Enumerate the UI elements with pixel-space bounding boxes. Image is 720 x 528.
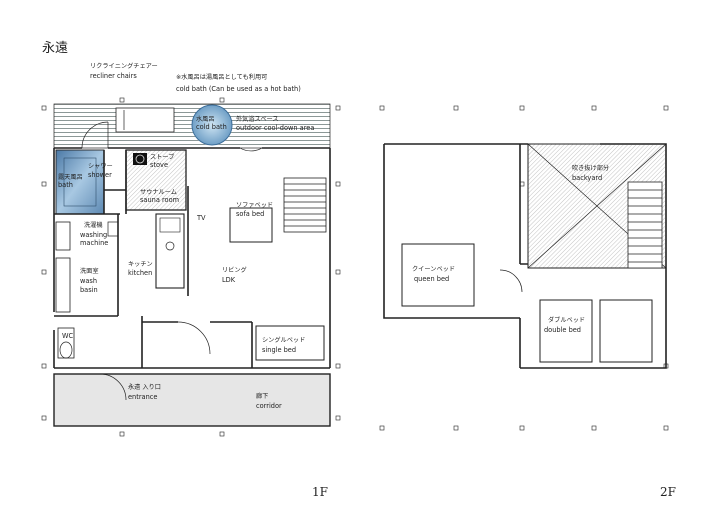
single-label-en: single bed (262, 346, 296, 354)
washing-machine (55, 221, 71, 251)
cold-bath-label-jp: 水風呂 (196, 115, 215, 123)
cold-bath-label-en: cold bath (196, 123, 227, 131)
wc-label: WC (62, 332, 74, 340)
stairs-2f (627, 181, 663, 269)
second-floor-labels: 吹き抜け部分 backyard クイーンベッド queen bed ダブルベッド… (412, 164, 609, 334)
recliner-label-en: recliner chairs (90, 72, 137, 80)
shower-label-jp: シャワー (88, 163, 113, 170)
stairs-1f (283, 177, 327, 233)
kitchen-counter (155, 213, 185, 289)
plan-title: 永遠 (42, 41, 68, 56)
floor-label-2f: 2F (660, 485, 676, 499)
outdoor-label-jp: 外気浴スペース (236, 115, 279, 123)
sauna-room (125, 149, 187, 211)
wash-label-en1: wash (80, 277, 97, 285)
corridor-area (53, 373, 331, 427)
recliner-chairs (115, 107, 175, 133)
backyard-label-jp: 吹き抜け部分 (572, 164, 609, 172)
first-floor-plan (41, 97, 341, 437)
stove-label-jp: ストーブ (150, 153, 174, 161)
queen-bed (401, 243, 475, 307)
wash-label-jp: 洗面室 (80, 267, 99, 275)
shower-label-en: shower (88, 171, 112, 179)
wash-label-en2: basin (80, 286, 98, 294)
floor-label-1f: 1F (312, 485, 328, 499)
living-label-jp: リビング (222, 266, 247, 274)
queen-label-jp: クイーンベッド (412, 266, 455, 273)
sofa-label-jp: ソファベッド (236, 202, 273, 209)
double-label-en: double bed (544, 326, 581, 334)
first-floor-labels: リクライニングチェアー recliner chairs ※水風呂は湯風呂としても… (58, 62, 314, 410)
washing-label-en2: machine (80, 239, 108, 247)
second-floor-plan (379, 105, 669, 431)
outdoor-label-en: outdoor cool-down area (236, 124, 314, 132)
living-label-en: LDK (222, 276, 236, 284)
double-label-jp: ダブルベッド (548, 316, 585, 324)
corridor-label-jp: 廊下 (256, 392, 268, 400)
cold-bath (191, 104, 233, 146)
queen-label-en: queen bed (414, 275, 449, 283)
bath-label-jp: 露天風呂 (58, 174, 83, 181)
double-bed-right (599, 299, 653, 363)
note-label-en: cold bath (Can be used as a hot bath) (176, 85, 301, 93)
tv-label: TV (196, 214, 206, 222)
wash-basin (55, 257, 71, 313)
bath-label-en: bath (58, 181, 73, 189)
sofa-label-en: sofa bed (236, 210, 264, 218)
stove-icon (133, 153, 147, 165)
note-label-jp: ※水風呂は湯風呂としても利用可 (176, 73, 267, 81)
column-markers-1f (41, 97, 341, 437)
backyard-label-en: backyard (572, 174, 602, 182)
washing-label-jp: 洗濯機 (84, 221, 103, 229)
single-label-jp: シングルベッド (262, 336, 305, 344)
double-bed-left (539, 299, 593, 363)
sauna-label-jp: サウナルーム (140, 188, 177, 196)
corridor-label-en: corridor (256, 402, 282, 410)
washing-label-en1: washing (80, 231, 107, 239)
entrance-label-jp: 永遠 入り口 (128, 383, 161, 391)
entrance-label-en: entrance (128, 393, 157, 401)
column-markers-2f (379, 105, 669, 431)
sauna-label-en: sauna room (140, 196, 179, 204)
stove-label-en: stove (150, 161, 168, 169)
single-bed (255, 325, 325, 361)
sofa-bed (229, 207, 273, 243)
kitchen-label-en: kitchen (128, 269, 152, 277)
kitchen-label-jp: キッチン (128, 261, 153, 268)
recliner-label-jp: リクライニングチェアー (90, 62, 158, 70)
